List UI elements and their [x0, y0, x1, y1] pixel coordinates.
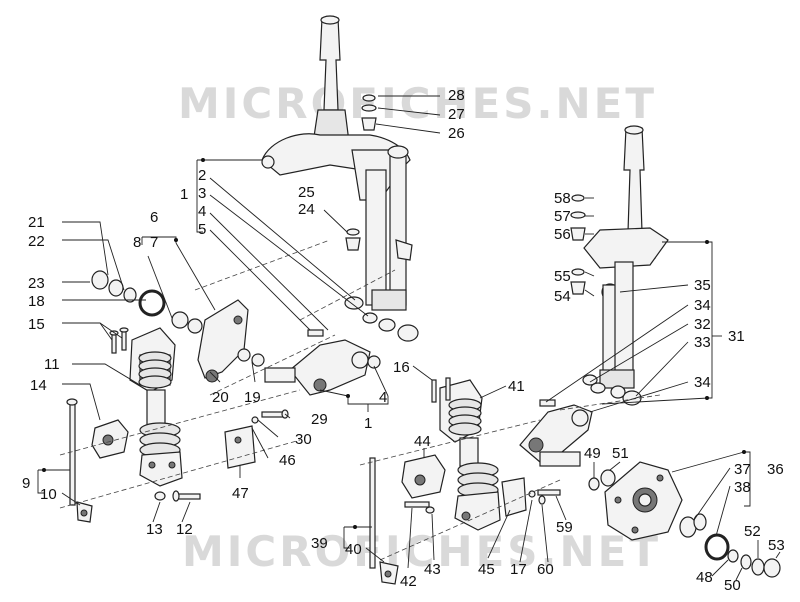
callout-52: 52 — [744, 523, 761, 540]
bolts-16 — [431, 377, 451, 403]
callout-10: 10 — [40, 486, 57, 503]
bracket-dots — [42, 158, 746, 529]
callout-12: 12 — [176, 521, 193, 538]
callout-numbers: 1 2 3 4 5 25 24 28 27 26 6 8 7 21 22 23 … — [22, 87, 785, 594]
callout-31: 31 — [728, 328, 745, 345]
callout-24: 24 — [298, 201, 315, 218]
shock-absorber-right — [439, 379, 501, 531]
callout-19: 19 — [244, 389, 261, 406]
steering-tube-left — [261, 15, 413, 311]
callout-53: 53 — [768, 537, 785, 554]
callout-22: 22 — [28, 233, 45, 250]
callout-14: 14 — [30, 377, 47, 394]
callout-57: 57 — [554, 208, 571, 225]
callout-43: 43 — [424, 561, 441, 578]
caliper-bracket-center — [401, 454, 446, 499]
pivot-bushes — [171, 311, 203, 334]
callout-15: 15 — [28, 316, 45, 333]
callout-17: 17 — [510, 561, 527, 578]
callout-33: 33 — [694, 334, 711, 351]
callout-25: 25 — [298, 184, 315, 201]
callout-58: 58 — [554, 190, 571, 207]
long-bolt-center — [369, 457, 399, 585]
callout-55: 55 — [554, 268, 571, 285]
callout-2: 2 — [198, 167, 206, 184]
bolt-59 — [528, 489, 561, 505]
hub-bearings — [679, 513, 781, 578]
callout-5: 5 — [198, 221, 206, 238]
callout-54: 54 — [554, 288, 571, 305]
callout-20: 20 — [212, 389, 229, 406]
seal-rings-center — [344, 296, 419, 342]
callout-59: 59 — [556, 519, 573, 536]
washers-49-51 — [588, 469, 616, 491]
callout-16: 16 — [393, 359, 410, 376]
callout-1: 1 — [180, 186, 188, 203]
callout-48: 48 — [696, 569, 713, 586]
link-bracket-left — [197, 299, 265, 383]
nut-stack-top — [345, 94, 377, 251]
callout-21: 21 — [28, 214, 45, 231]
callout-45: 45 — [478, 561, 495, 578]
callout-28: 28 — [448, 87, 465, 104]
callout-39: 39 — [311, 535, 328, 552]
callout-38: 38 — [734, 479, 751, 496]
wheel-hub — [604, 461, 683, 541]
watermark-top: MICROFICHES.NET — [178, 79, 657, 128]
callout-56: 56 — [554, 226, 571, 243]
bolt-42 — [404, 501, 435, 514]
watermark-bottom: MICROFICHES.NET — [182, 527, 661, 576]
callout-51: 51 — [612, 445, 629, 462]
callout-4b: 4 — [379, 389, 387, 406]
callout-29: 29 — [311, 411, 328, 428]
callout-35: 35 — [694, 277, 711, 294]
callout-34b: 34 — [694, 374, 711, 391]
swing-arm-right — [519, 399, 593, 467]
callout-9: 9 — [22, 475, 30, 492]
dashed-guides — [59, 239, 661, 561]
callout-6: 6 — [150, 209, 158, 226]
callout-4: 4 — [198, 203, 206, 220]
callout-37: 37 — [734, 461, 751, 478]
callout-49: 49 — [584, 445, 601, 462]
callout-46: 46 — [279, 452, 296, 469]
callout-11: 11 — [44, 356, 60, 373]
callout-40: 40 — [345, 541, 362, 558]
shock-absorber-left — [129, 327, 183, 487]
callout-34: 34 — [694, 297, 711, 314]
bearing-set-left — [91, 270, 166, 317]
bolts-15 — [109, 327, 129, 354]
callout-30: 30 — [295, 431, 312, 448]
callout-18: 18 — [28, 293, 45, 310]
callout-7: 7 — [150, 234, 158, 251]
swing-arm-center — [264, 329, 381, 396]
callout-47: 47 — [232, 485, 249, 502]
callout-27: 27 — [448, 106, 465, 123]
bolt-12 — [154, 490, 201, 502]
callout-26: 26 — [448, 125, 465, 142]
callout-23: 23 — [28, 275, 45, 292]
seal-rings-right — [582, 374, 642, 406]
nut-stack-right — [570, 194, 586, 295]
long-bolt-left — [66, 398, 93, 523]
callout-1b: 1 — [364, 415, 372, 432]
bracket-47 — [224, 425, 256, 469]
steering-tube-right — [583, 125, 669, 389]
callout-13: 13 — [146, 521, 163, 538]
leader-lines — [37, 95, 781, 581]
callout-32: 32 — [694, 316, 711, 333]
callout-42: 42 — [400, 573, 417, 590]
callout-44: 44 — [414, 433, 431, 450]
callout-8: 8 — [133, 234, 141, 251]
callout-3: 3 — [198, 185, 206, 202]
callout-41: 41 — [508, 378, 525, 395]
bolt-29 — [251, 409, 289, 424]
callout-36: 36 — [767, 461, 784, 478]
callout-50: 50 — [724, 577, 741, 594]
callout-60: 60 — [537, 561, 554, 578]
caliper-bracket-left — [91, 419, 129, 459]
